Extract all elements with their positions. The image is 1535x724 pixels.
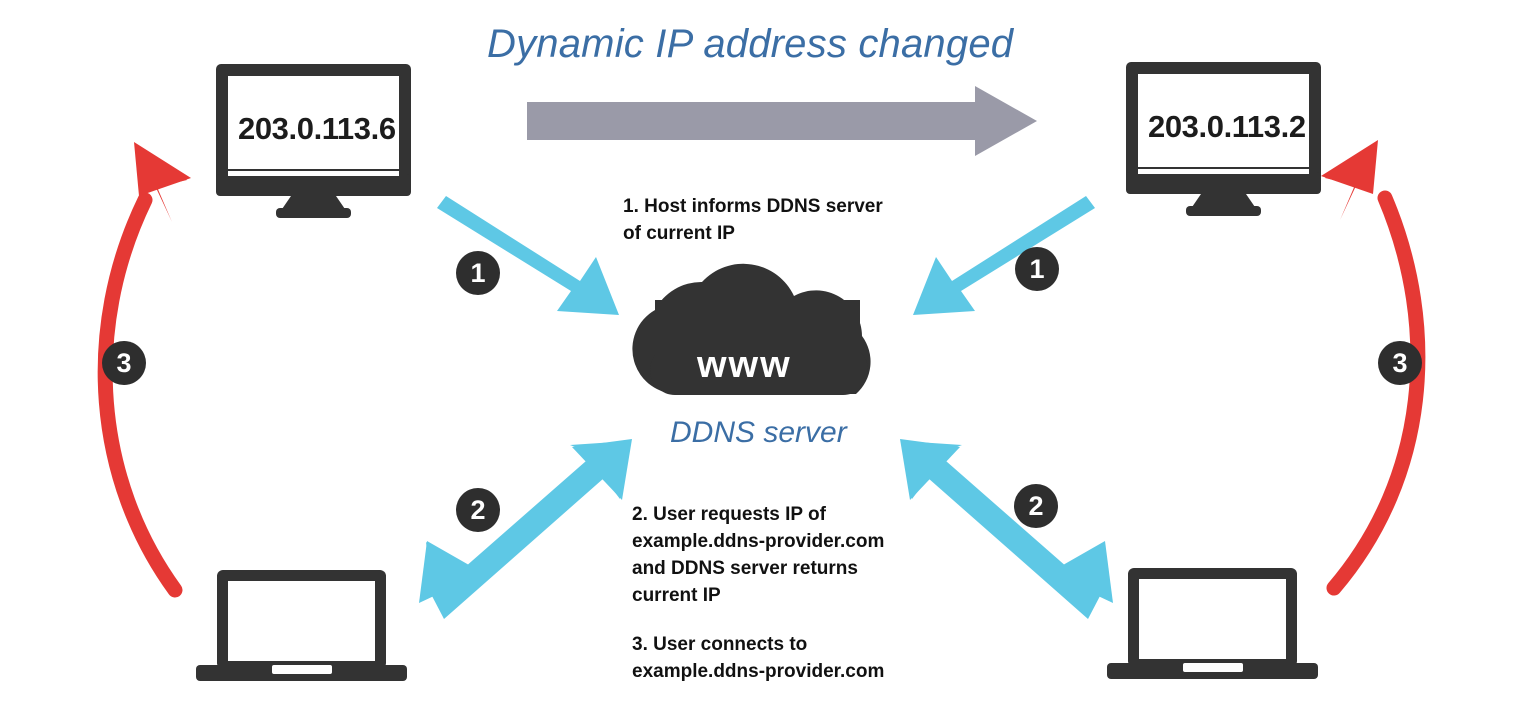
page-title: Dynamic IP address changed	[487, 22, 1014, 66]
badge-circle-1-right	[1015, 247, 1059, 291]
red-curved-arrow-left-icon	[97, 142, 191, 598]
laptop-right-icon	[1107, 568, 1318, 679]
badge-label-1-left: 1	[470, 258, 486, 288]
laptop-left-icon	[196, 570, 407, 681]
cyan-arrow-2-left-icon	[419, 439, 632, 619]
step-2-description: 2. User requests IP of example.ddns-prov…	[632, 504, 885, 606]
step-1-description: 1. Host informs DDNS server of current I…	[623, 196, 883, 244]
badge-circle-2-right	[1014, 484, 1058, 528]
monitor-right-ip: 203.0.113.2	[1148, 109, 1306, 144]
badge-label-1-right: 1	[1029, 254, 1045, 284]
monitor-left-ip: 203.0.113.6	[238, 111, 396, 146]
badge-label-2-left: 2	[470, 495, 486, 525]
cyan-arrow-2-right-icon	[900, 439, 1113, 619]
badge-circle-2-left	[456, 488, 500, 532]
monitor-left-icon	[216, 64, 411, 218]
badge-circle-3-right	[1378, 341, 1422, 385]
badge-label-3-left: 3	[116, 348, 132, 378]
badge-label-2-right: 2	[1028, 491, 1044, 521]
red-curved-arrow-right-icon	[1321, 140, 1426, 596]
gray-arrow-right-icon	[527, 86, 1037, 156]
cloud-www-label: www	[697, 344, 792, 386]
badge-label-3-right: 3	[1392, 348, 1408, 378]
step-3-description: 3. User connects to example.ddns-provide…	[632, 634, 885, 682]
cyan-arrow-1-right-icon	[913, 196, 1095, 315]
badge-circle-1-left	[456, 251, 500, 295]
cloud-icon	[632, 263, 871, 395]
monitor-right-icon	[1126, 62, 1321, 216]
cloud-caption: DDNS server	[670, 416, 847, 449]
badge-circle-3-left	[102, 341, 146, 385]
cyan-arrow-1-left-icon	[437, 196, 619, 315]
